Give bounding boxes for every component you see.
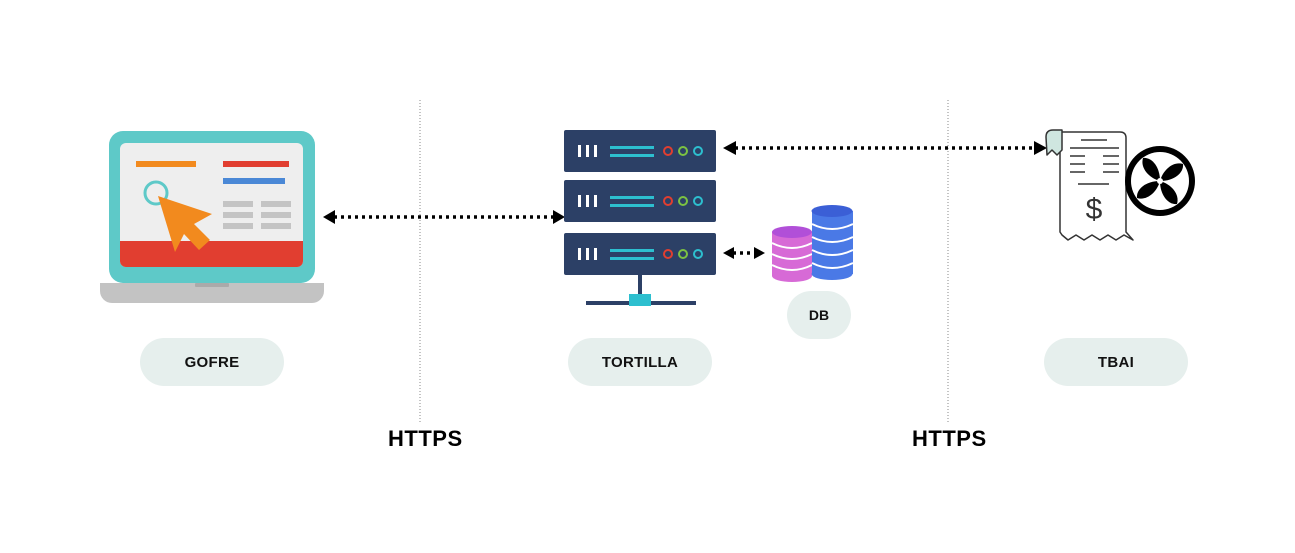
- connection-arrow-tortilla-tbai: [723, 141, 1047, 155]
- receipt-icon: $: [1045, 129, 1134, 241]
- db-label: DB: [787, 291, 851, 339]
- lauburu-logo-icon: [1125, 146, 1195, 216]
- tbai-label: TBAI: [1044, 338, 1188, 386]
- protocol-label-right: HTTPS: [912, 426, 987, 451]
- connection-arrow-tortilla-db: [723, 247, 765, 259]
- database-icon: [771, 205, 854, 282]
- gofre-label: GOFRE: [140, 338, 284, 386]
- connection-arrow-gofre-tortilla: [323, 210, 565, 224]
- receipt-dollar-sign: $: [1086, 193, 1103, 226]
- tortilla-label: TORTILLA: [568, 338, 712, 386]
- protocol-label-left: HTTPS: [388, 426, 463, 451]
- server-icon: [564, 130, 716, 306]
- laptop-icon: [100, 131, 324, 303]
